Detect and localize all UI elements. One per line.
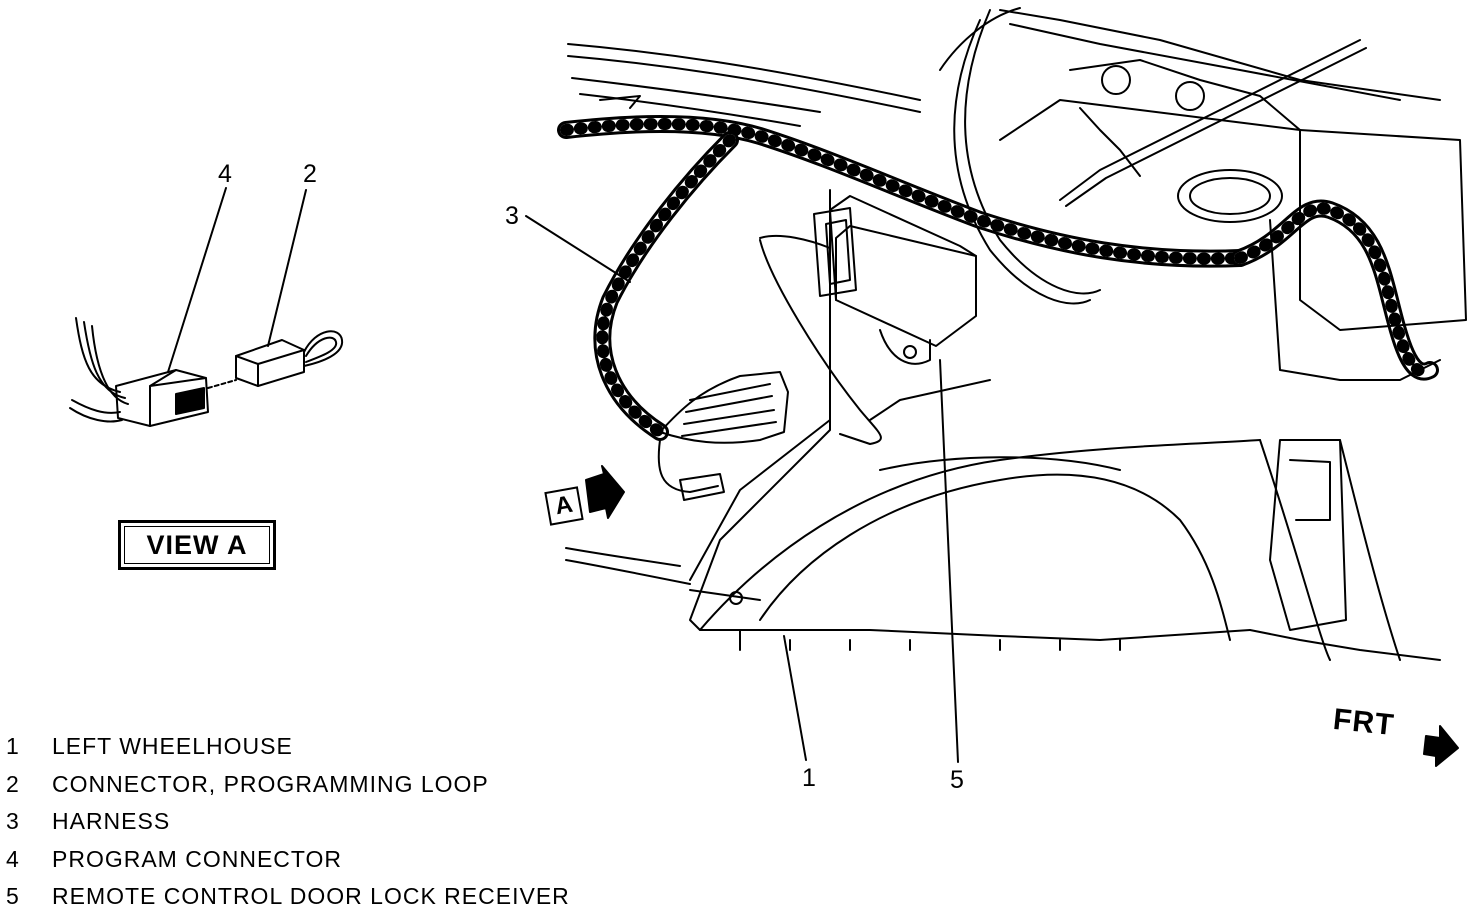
legend-text: CONNECTOR, PROGRAMMING LOOP xyxy=(52,770,489,797)
programming-loop-body xyxy=(235,339,305,387)
legend-number: 5 xyxy=(6,883,20,909)
legend-item: 2 CONNECTOR, PROGRAMMING LOOP xyxy=(6,771,570,809)
receiver-module xyxy=(829,195,977,347)
parts-legend: 1 LEFT WHEELHOUSE 2 CONNECTOR, PROGRAMMI… xyxy=(6,733,570,921)
legend-text: PROGRAM CONNECTOR xyxy=(52,845,343,872)
legend-text: REMOTE CONTROL DOOR LOCK RECEIVER xyxy=(52,883,570,909)
view-a-detail xyxy=(69,187,344,427)
legend-number: 1 xyxy=(6,733,20,759)
callout-1: 1 xyxy=(802,764,816,792)
view-a-tag: A xyxy=(544,486,584,526)
legend-text: HARNESS xyxy=(52,808,171,834)
legend-item: 1 LEFT WHEELHOUSE xyxy=(6,733,570,771)
callout-2: 2 xyxy=(303,160,317,188)
front-direction-arrow-icon xyxy=(1423,725,1459,767)
view-a-label-box: VIEW A xyxy=(118,520,276,570)
legend-item: 4 PROGRAM CONNECTOR xyxy=(6,846,570,884)
front-direction-label: FRT xyxy=(1331,702,1396,743)
legend-number: 4 xyxy=(6,845,20,872)
callout-3: 3 xyxy=(505,202,519,230)
vehicle-illustration xyxy=(525,7,1467,763)
callout-5: 5 xyxy=(950,766,964,794)
legend-item: 3 HARNESS xyxy=(6,808,570,846)
legend-number: 2 xyxy=(6,770,20,797)
view-a-label-inner-border xyxy=(124,526,270,564)
view-a-label: VIEW A xyxy=(146,529,248,560)
legend-number: 3 xyxy=(6,808,20,834)
legend-item: 5 REMOTE CONTROL DOOR LOCK RECEIVER xyxy=(6,883,570,921)
callout-4: 4 xyxy=(218,160,232,188)
view-a-arrow-icon xyxy=(585,465,625,519)
legend-text: LEFT WHEELHOUSE xyxy=(52,733,293,759)
